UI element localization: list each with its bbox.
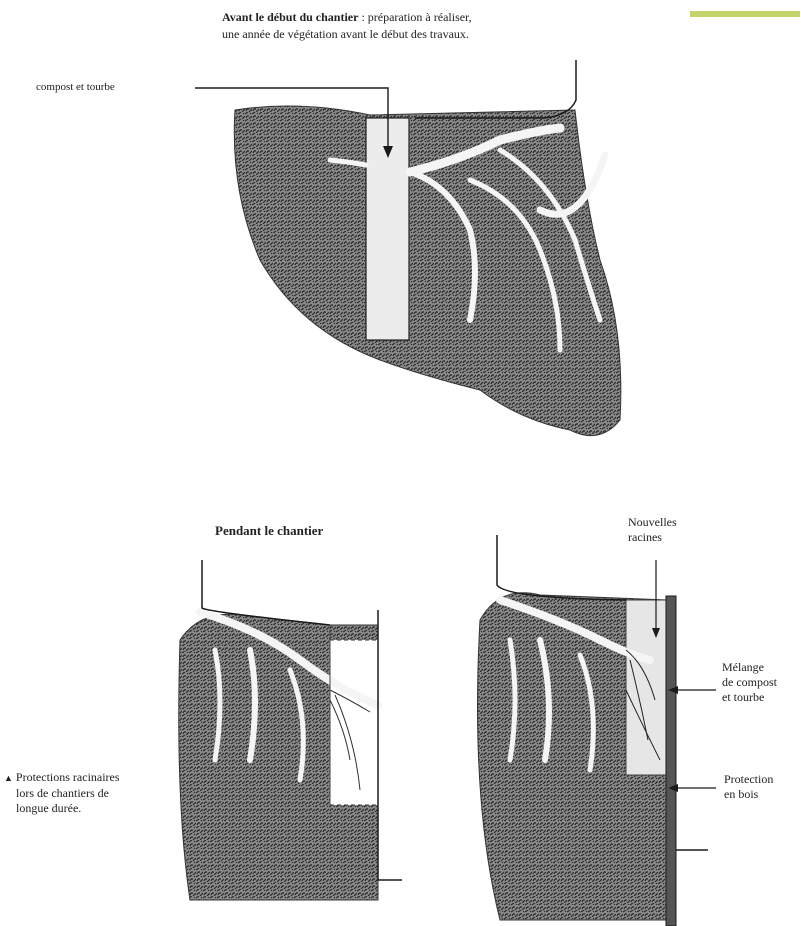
label-protect-1: Protection [724,772,773,786]
top-title-bold: Avant le début du chantier [222,10,358,24]
label-compost-tourbe: compost et tourbe [36,80,115,95]
label-mix-3: et tourbe [722,690,764,704]
top-soil-mass [234,106,621,436]
label-new-roots: Nouvelles racines [628,515,677,545]
left-caption-line3: longue durée. [16,801,81,815]
top-title: Avant le début du chantier : préparation… [222,10,472,25]
right-compost-mix [626,600,666,775]
top-diagram [195,60,621,436]
left-caption-line2: lors de chantiers de [16,786,109,800]
right-wood-board [666,596,676,926]
label-protect-2: en bois [724,787,758,801]
label-new-roots-1: Nouvelles [628,515,677,529]
right-diagram [478,535,717,926]
triangle-marker-icon: ▲ [4,773,13,783]
label-compost-mix: Mélange de compost et tourbe [722,660,777,705]
left-title: Pendant le chantier [215,523,323,538]
left-excavation-wall [378,610,402,880]
left-diagram [179,560,402,900]
left-excavation [330,640,378,805]
label-mix-2: de compost [722,675,777,689]
left-caption: ▲ Protections racinaires lors de chantie… [4,770,120,816]
top-title-line2: une année de végétation avant le début d… [222,27,469,42]
label-new-roots-2: racines [628,530,662,544]
label-wood-protection: Protection en bois [724,772,773,802]
left-caption-line1: Protections racinaires [16,770,120,784]
top-surface-line [415,60,576,118]
label-mix-1: Mélange [722,660,764,674]
right-surface-line [497,535,626,600]
top-title-rest: : préparation à réaliser, [358,10,471,24]
